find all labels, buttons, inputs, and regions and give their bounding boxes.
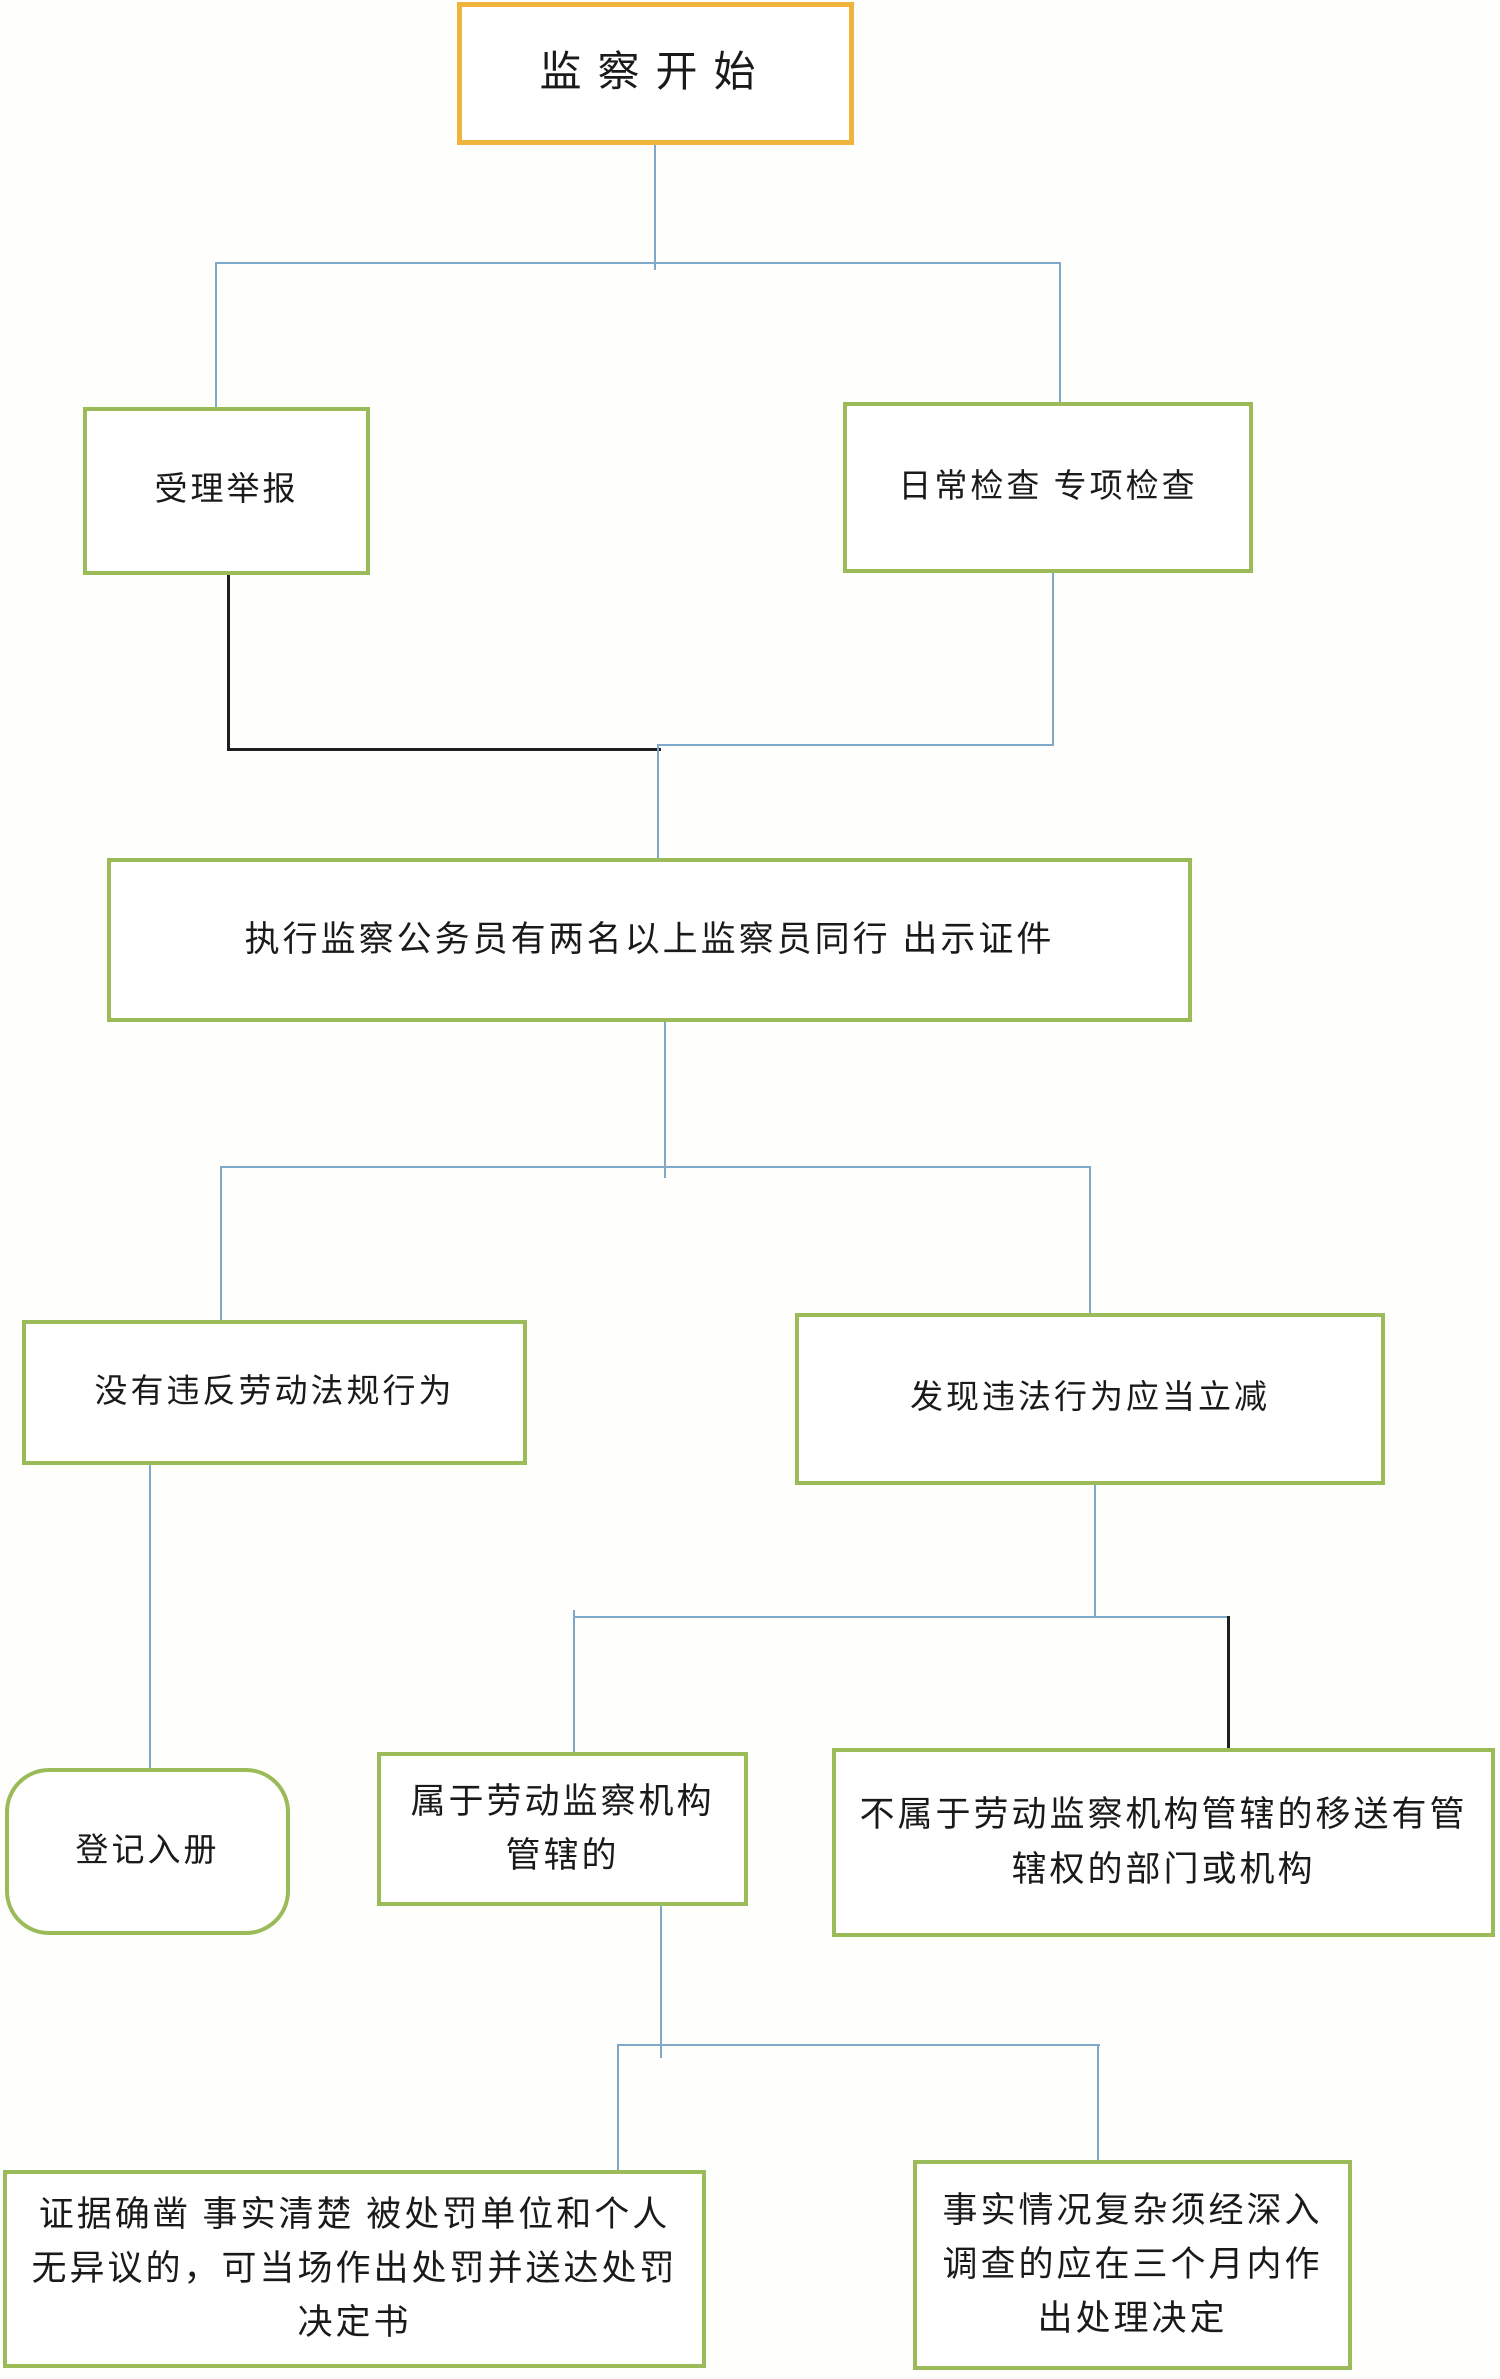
connector-level2-horizontal xyxy=(215,262,1061,264)
node-execute-with-two-inspectors: 执行监察公务员有两名以上监察员同行 出示证件 xyxy=(107,858,1192,1022)
node-accept-report: 受理举报 xyxy=(83,407,370,575)
node-outside-jurisdiction-transfer: 不属于劳动监察机构管辖的移送有管 辖权的部门或机构 xyxy=(832,1748,1495,1937)
connector-inspect-horizontal xyxy=(658,744,1054,746)
connector-report-horizontal xyxy=(227,748,661,751)
connector-jurisdiction-down xyxy=(660,1906,662,2058)
connector-level5-horizontal xyxy=(617,2044,1100,2046)
connector-start-down xyxy=(654,145,656,270)
connector-level3-horizontal xyxy=(220,1166,1091,1168)
node-inspection-start-label: 监察开始 xyxy=(539,49,772,96)
node-register-record-label: 登记入册 xyxy=(75,1832,220,1869)
connector-to-noviolation-down xyxy=(220,1166,222,1320)
node-violation-found: 发现违法行为应当立减 xyxy=(795,1313,1385,1485)
connector-level4-horizontal xyxy=(573,1616,1229,1618)
node-onspot-penalty-decision-label: 证据确凿 事实清楚 被处罚单位和个人 无异议的，可当场作出处罚并送达处罚 决定书 xyxy=(31,2194,678,2343)
node-execute-with-two-inspectors-label: 执行监察公务员有两名以上监察员同行 出示证件 xyxy=(244,919,1055,959)
connector-to-nojurisdiction-down xyxy=(1227,1616,1230,1757)
node-outside-jurisdiction-transfer-label: 不属于劳动监察机构管辖的移送有管 辖权的部门或机构 xyxy=(859,1795,1468,1889)
node-onspot-penalty-decision: 证据确凿 事实清楚 被处罚单位和个人 无异议的，可当场作出处罚并送达处罚 决定书 xyxy=(3,2170,706,2368)
connector-to-onspot-down xyxy=(617,2044,619,2172)
node-accept-report-label: 受理举报 xyxy=(154,472,299,509)
connector-to-report-down xyxy=(215,262,217,408)
connector-execute-down xyxy=(664,1022,666,1178)
node-register-record: 登记入册 xyxy=(5,1768,290,1935)
node-complex-case-three-months-label: 事实情况复杂须经深入 调查的应在三个月内作 出处理决定 xyxy=(942,2190,1323,2339)
node-violation-found-label: 发现违法行为应当立减 xyxy=(910,1380,1270,1417)
node-no-violation-found-label: 没有违反劳动法规行为 xyxy=(94,1373,455,1410)
connector-to-jurisdiction-down xyxy=(573,1610,575,1760)
node-complex-case-three-months: 事实情况复杂须经深入 调查的应在三个月内作 出处理决定 xyxy=(913,2160,1352,2370)
node-inspection-start: 监察开始 xyxy=(457,2,854,145)
node-within-jurisdiction-label: 属于劳动监察机构 管辖的 xyxy=(410,1781,715,1875)
connector-merge-down xyxy=(657,744,659,858)
connector-to-inspect-down xyxy=(1059,262,1061,403)
connector-to-violation-down xyxy=(1089,1166,1091,1313)
connector-to-complex-down xyxy=(1097,2044,1099,2162)
connector-violation-down xyxy=(1094,1485,1096,1618)
node-no-violation-found: 没有违反劳动法规行为 xyxy=(22,1320,527,1465)
connector-inspect-down xyxy=(1052,573,1054,746)
node-routine-special-inspection: 日常检查 专项检查 xyxy=(843,402,1253,573)
connector-noviolation-to-register xyxy=(149,1465,151,1768)
node-routine-special-inspection-label: 日常检查 专项检查 xyxy=(898,468,1198,505)
connector-report-down xyxy=(227,575,230,751)
node-within-jurisdiction: 属于劳动监察机构 管辖的 xyxy=(377,1752,748,1906)
